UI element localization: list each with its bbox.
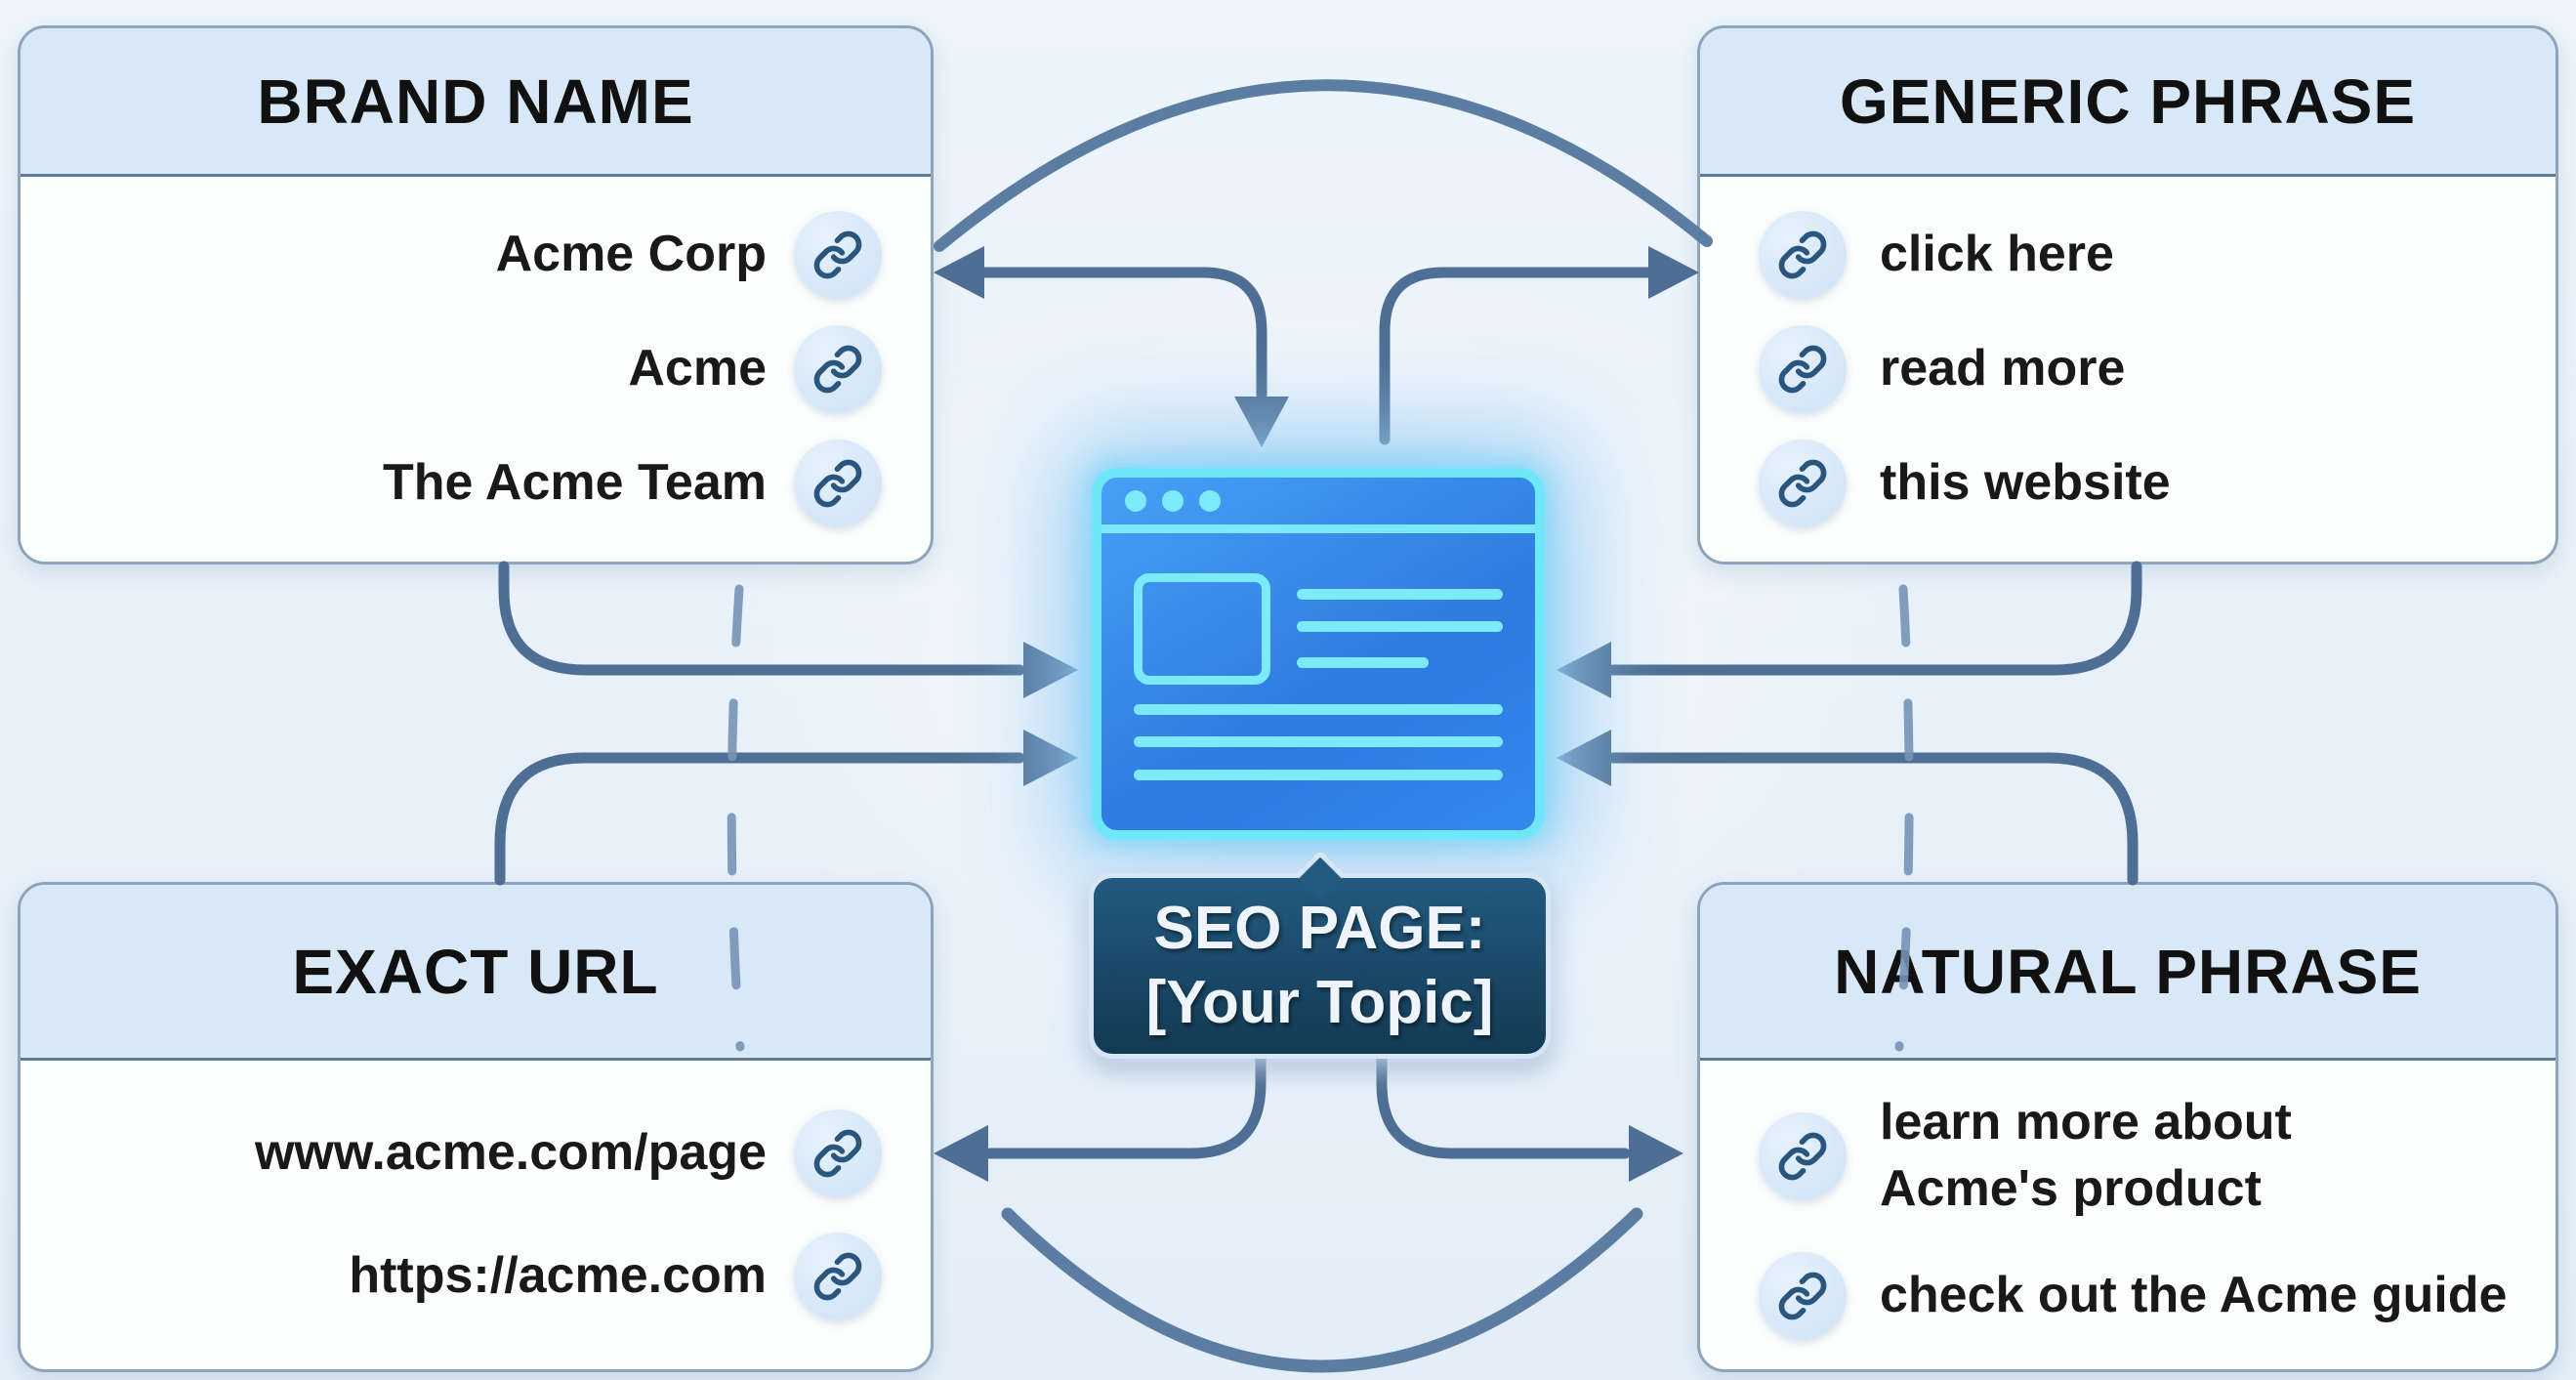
- link-icon: [1759, 1251, 1847, 1340]
- browser-window-icon: [1092, 468, 1545, 840]
- arrow-generic-to-page-upper: [1557, 561, 2142, 698]
- text-line-placeholder: [1297, 657, 1429, 668]
- arrow-center-to-generic: [1379, 246, 1699, 445]
- arrow-center-to-brand: [934, 246, 1289, 447]
- panel-natural-phrase: NATURAL PHRASE learn more about Acme's p…: [1697, 882, 2558, 1372]
- panel-generic-phrase: GENERIC PHRASE click here read more this…: [1697, 25, 2558, 565]
- anchor-item: Acme Corp: [21, 211, 882, 299]
- anchor-item-label: www.acme.com/page: [254, 1124, 767, 1182]
- text-line-placeholder: [1134, 704, 1503, 715]
- text-line-placeholder: [1134, 770, 1503, 780]
- anchor-item: click here: [1759, 211, 2555, 299]
- link-icon: [1759, 439, 1847, 527]
- anchor-item: https://acme.com: [21, 1233, 882, 1320]
- arrow-brand-to-page-upper: [498, 561, 1078, 698]
- link-icon: [1759, 325, 1847, 413]
- window-dot-icon: [1125, 490, 1146, 512]
- anchor-item-label: click here: [1880, 226, 2114, 283]
- link-icon: [1759, 1112, 1847, 1200]
- anchor-item-label: learn more about Acme's product: [1880, 1094, 2292, 1217]
- anchor-item: learn more about Acme's product: [1759, 1090, 2555, 1222]
- seo-page-label-line2: [Your Topic]: [1145, 969, 1494, 1036]
- seo-page-label: SEO PAGE: [Your Topic]: [1089, 850, 1551, 1059]
- page-thumbnail-placeholder: [1134, 573, 1270, 685]
- panel-exact-url: EXACT URL www.acme.com/page https://acme…: [18, 882, 934, 1372]
- anchor-item: read more: [1759, 325, 2555, 413]
- link-icon: [794, 439, 882, 527]
- anchor-item-label: read more: [1880, 340, 2126, 397]
- anchor-item: this website: [1759, 439, 2555, 527]
- seo-page-label-line1: SEO PAGE:: [1153, 895, 1486, 963]
- anchor-item-label: this website: [1880, 454, 2171, 512]
- anchor-item: Acme: [21, 325, 882, 413]
- panel-brand-name: BRAND NAME Acme Corp Acme The Acme Team: [18, 25, 934, 565]
- arc-top-connector: [934, 79, 1713, 252]
- link-icon: [794, 211, 882, 299]
- anchor-item: The Acme Team: [21, 439, 882, 527]
- anchor-item-label: Acme: [628, 340, 767, 397]
- arrow-page-to-exacturl: [934, 1053, 1267, 1182]
- panel-exact-url-title: EXACT URL: [21, 885, 931, 1061]
- browser-titlebar: [1101, 478, 1535, 533]
- text-line-placeholder: [1134, 736, 1503, 747]
- arc-bottom-connector: [1001, 1207, 1643, 1373]
- anchor-item: www.acme.com/page: [21, 1109, 882, 1197]
- window-dot-icon: [1162, 490, 1184, 512]
- panel-natural-phrase-title: NATURAL PHRASE: [1700, 885, 2555, 1061]
- arrow-exacturl-to-page-lower: [494, 730, 1078, 886]
- text-line-placeholder: [1297, 621, 1503, 632]
- link-icon: [794, 325, 882, 413]
- anchor-item-label: check out the Acme guide: [1880, 1266, 2508, 1323]
- text-line-placeholder: [1297, 589, 1503, 600]
- dashed-link-right: [1894, 584, 1914, 1052]
- anchor-item: check out the Acme guide: [1759, 1251, 2555, 1340]
- arrow-page-to-natural: [1376, 1053, 1683, 1182]
- panel-generic-phrase-title: GENERIC PHRASE: [1700, 28, 2555, 177]
- arrow-natural-to-page-lower: [1557, 730, 2139, 886]
- anchor-item-label: The Acme Team: [382, 454, 767, 512]
- link-icon: [794, 1109, 882, 1197]
- anchor-item-label: Acme Corp: [495, 226, 767, 283]
- link-icon: [794, 1233, 882, 1320]
- panel-brand-name-title: BRAND NAME: [21, 28, 931, 177]
- window-dot-icon: [1199, 490, 1221, 512]
- link-icon: [1759, 211, 1847, 299]
- anchor-item-label: https://acme.com: [349, 1247, 767, 1305]
- dashed-link-left: [727, 584, 745, 1052]
